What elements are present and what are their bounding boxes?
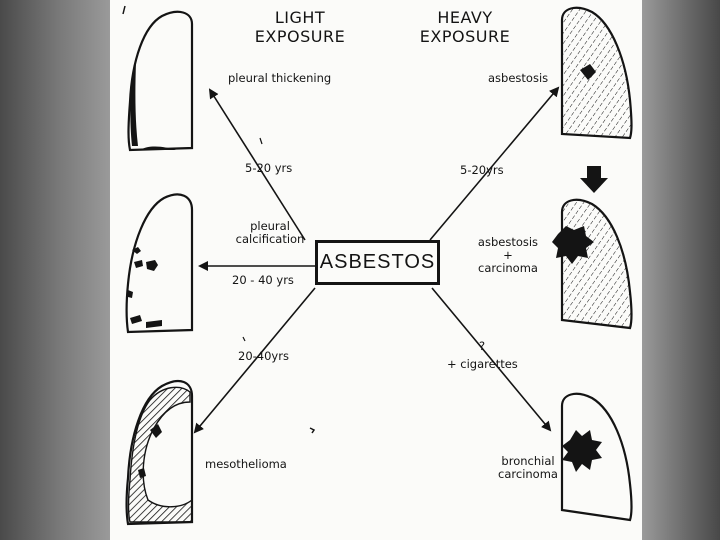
lung-asbestosis-carcinoma [552, 198, 633, 330]
label-pleural-calcification-line2: calcification [235, 232, 305, 246]
label-timeline-upper-left: 5-20 yrs [245, 161, 293, 175]
stray-mark [309, 427, 316, 434]
asbestos-label: ASBESTOS [319, 251, 436, 273]
label-mesothelioma: mesothelioma [205, 457, 287, 471]
header-heavy-line1: HEAVY [437, 8, 493, 27]
header-light-line1: LIGHT [274, 8, 326, 27]
arrows [193, 86, 560, 434]
arrow-pleural-thickening [208, 88, 306, 241]
stray-mark [259, 137, 263, 145]
label-asbestosis-carcinoma-line3: carcinoma [478, 261, 538, 275]
label-asbestosis-carcinoma-line2: + [503, 248, 513, 262]
lung-asbestosis [560, 6, 633, 140]
arrow-bronchial-carcinoma [431, 287, 552, 432]
label-asbestosis-carcinoma: asbestosis + carcinoma [468, 236, 548, 275]
label-bronchial-carcinoma-line2: carcinoma [498, 467, 558, 481]
diagram-drawing [122, 5, 633, 526]
lung-bronchial-carcinoma [560, 392, 633, 522]
label-pleural-thickening: pleural thickening [228, 71, 332, 85]
header-heavy-exposure: HEAVY EXPOSURE [410, 8, 520, 46]
header-heavy-line2: EXPOSURE [419, 27, 511, 46]
label-pleural-calcification: pleural calcification [220, 220, 320, 246]
stray-mark [242, 336, 246, 342]
label-timeline-middle-left: 20 - 40 yrs [232, 273, 294, 287]
asbestos-box: ASBESTOS [315, 240, 440, 285]
label-timeline-lower-left: 20-40yrs [238, 349, 289, 363]
lung-mesothelioma [125, 379, 194, 526]
left-gray-panel [0, 0, 110, 540]
stray-mark [122, 5, 126, 15]
label-asbestosis-carcinoma-line1: asbestosis [477, 235, 539, 249]
label-bronchial-carcinoma: bronchial carcinoma [492, 455, 564, 481]
arrow-asbestosis [429, 86, 560, 241]
label-pleural-calcification-line1: pleural [250, 219, 290, 233]
progression-arrow [580, 166, 608, 193]
lung-pleural-thickening [127, 10, 194, 152]
label-bronchial-carcinoma-line1: bronchial [501, 454, 555, 468]
label-cofactor-cigarettes: + cigarettes [447, 357, 518, 371]
lung-pleural-calcification [125, 193, 194, 334]
label-timeline-upper-right: 5-20yrs [460, 163, 504, 177]
right-gray-panel [642, 0, 720, 540]
header-light-line2: EXPOSURE [254, 27, 346, 46]
arrow-mesothelioma [193, 287, 316, 434]
diagram-sheet: LIGHT EXPOSURE HEAVY EXPOSURE ASBESTOS p… [110, 0, 642, 540]
label-asbestosis: asbestosis [488, 71, 549, 85]
label-cofactor-question: ? [479, 339, 486, 353]
header-light-exposure: LIGHT EXPOSURE [245, 8, 355, 46]
